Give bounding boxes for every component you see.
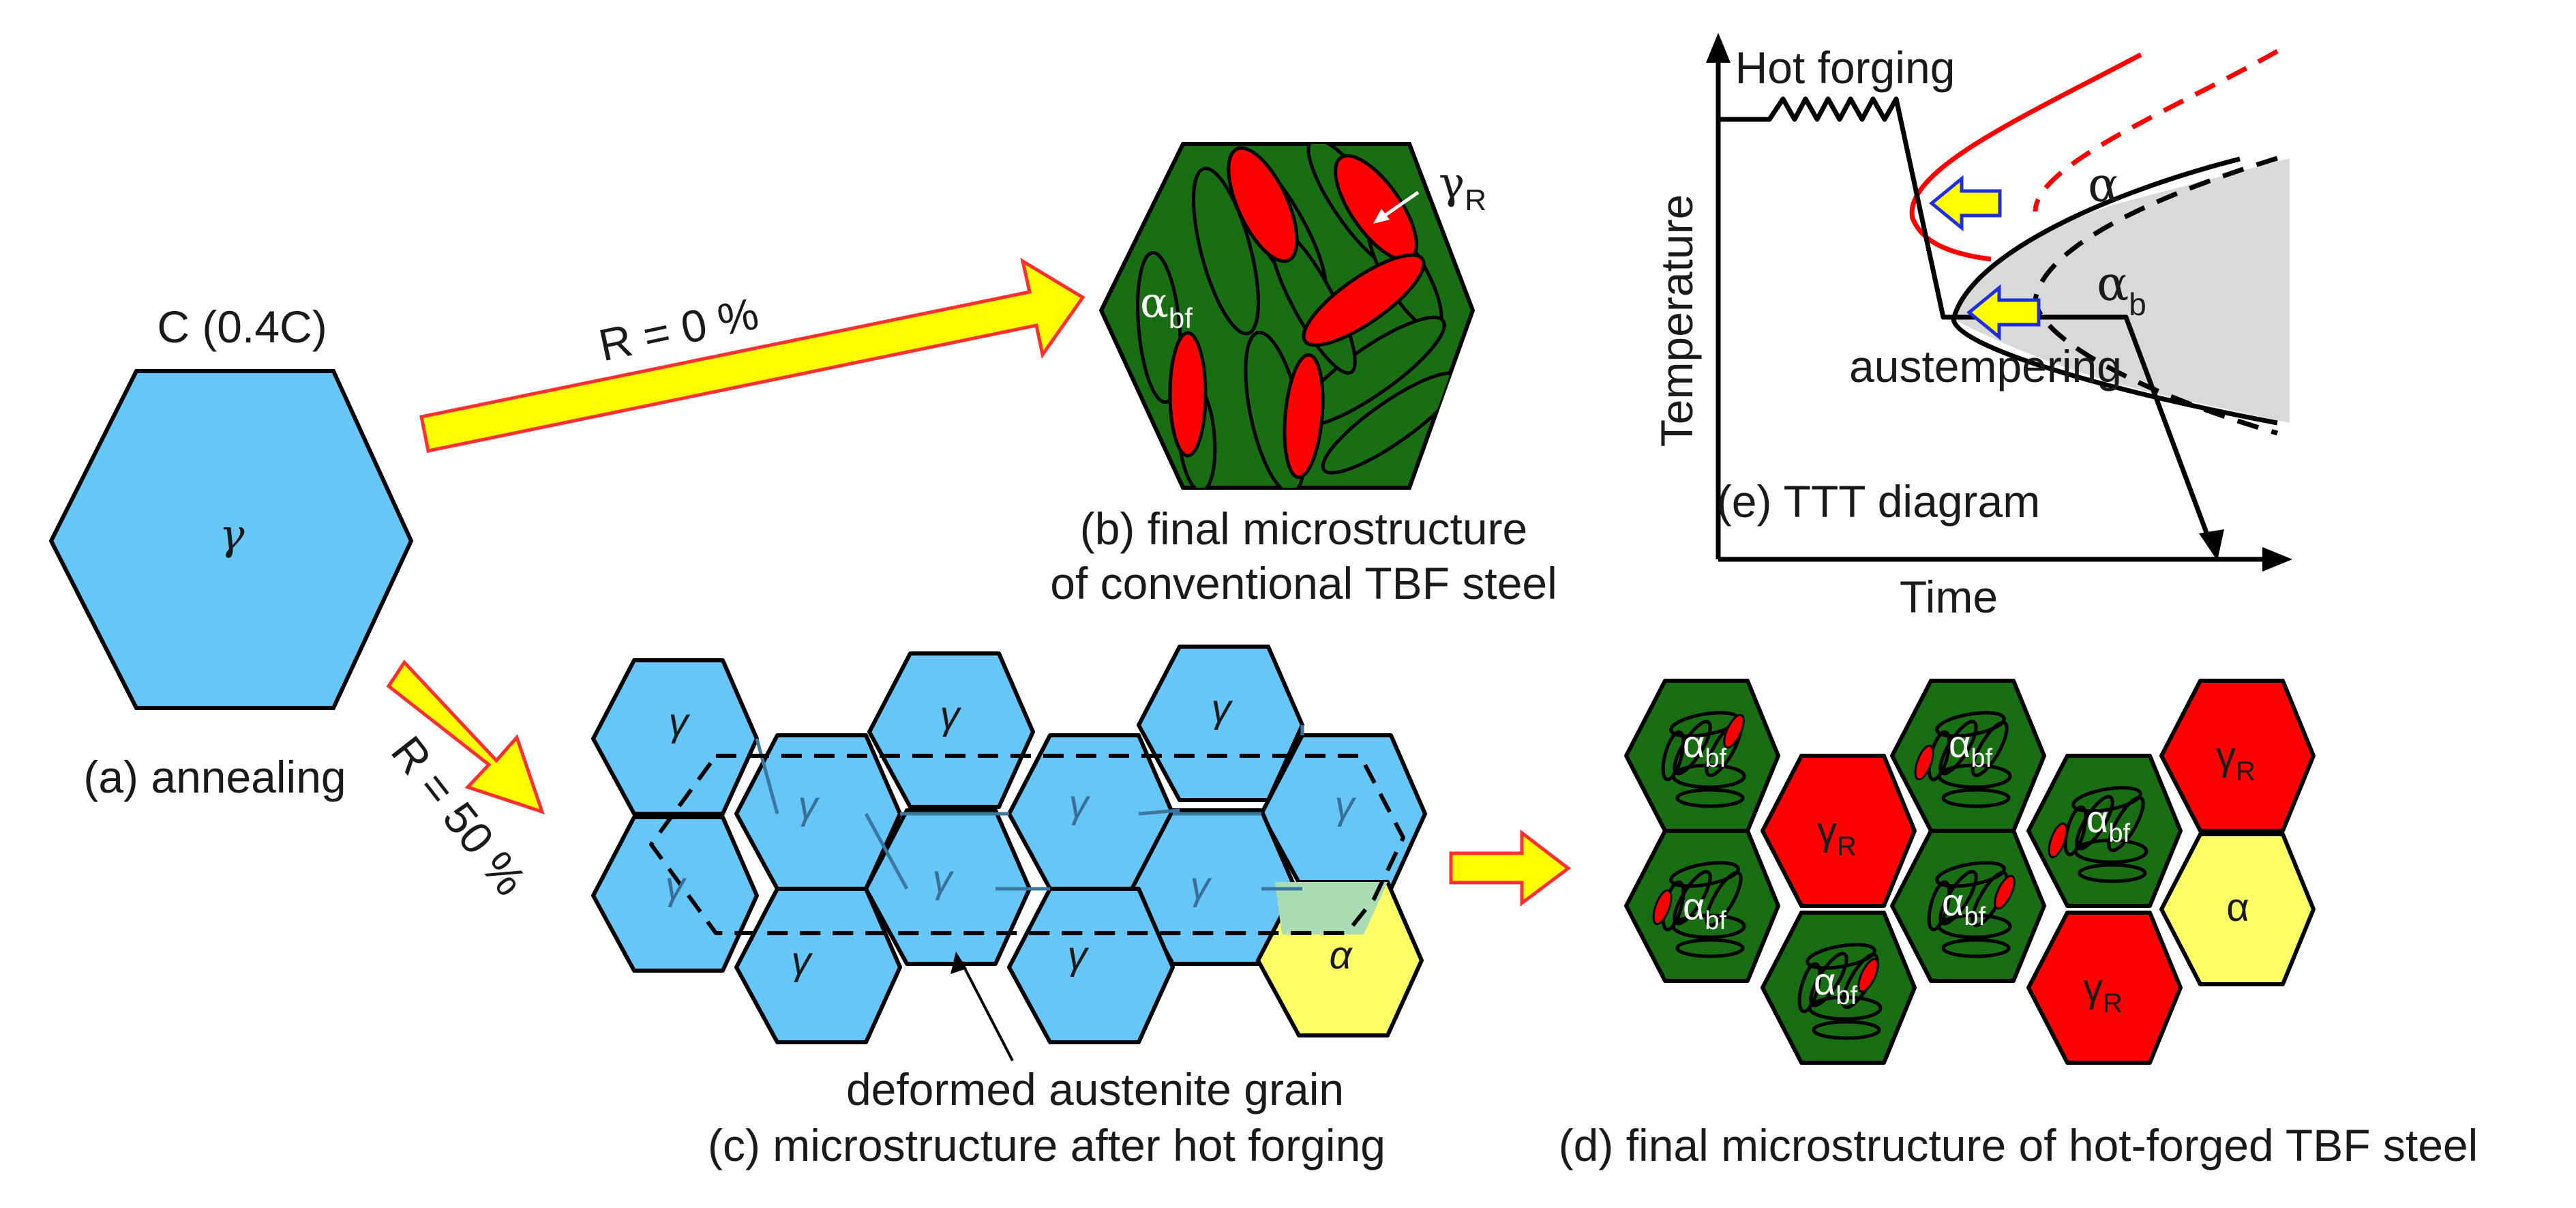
svg-text:γ: γ bbox=[669, 700, 691, 744]
gamma-r-pointer-head bbox=[1373, 209, 1390, 224]
panel-b-caption-2: of conventional TBF steel bbox=[1050, 558, 1557, 608]
retained-austenite-grain bbox=[2026, 911, 2183, 1065]
svg-text:αbf: αbf bbox=[1683, 722, 1727, 773]
svg-text:γR: γR bbox=[2216, 734, 2256, 786]
panel-c: γ γ γ γ γ γ γ γ γ γ γ α deformed austeni… bbox=[591, 645, 1427, 1170]
y-axis-label: Temperature bbox=[1651, 194, 1702, 447]
svg-text:αbf: αbf bbox=[2086, 797, 2131, 848]
panel-a-caption: (a) annealing bbox=[83, 752, 346, 802]
svg-text:γ: γ bbox=[1068, 933, 1090, 977]
annealed-austenite-grain bbox=[48, 369, 414, 710]
svg-text:γ: γ bbox=[933, 857, 955, 901]
retained-austenite-grain bbox=[1761, 754, 1917, 908]
arrow-r0: R = 0 % bbox=[419, 257, 1085, 453]
panel-a: C (0.4C) γ (a) annealing bbox=[48, 301, 414, 802]
svg-text:γ: γ bbox=[1212, 686, 1233, 731]
transforming-region bbox=[1275, 882, 1388, 934]
svg-text:γR: γR bbox=[1817, 809, 1857, 861]
svg-text:αbf: αbf bbox=[1949, 722, 1993, 773]
panel-b: αbf γR (b) final microstructure of conve… bbox=[1050, 142, 1557, 608]
svg-text:γ: γ bbox=[940, 693, 962, 737]
grain bbox=[591, 658, 759, 816]
svg-text:α: α bbox=[1329, 933, 1353, 977]
gamma-r-label: γR bbox=[1439, 158, 1486, 217]
bainite-region bbox=[1953, 158, 2290, 423]
bainite-shift-arrow bbox=[1966, 284, 2041, 341]
svg-text:α: α bbox=[2226, 885, 2249, 930]
retained-austenite-films bbox=[1652, 713, 2068, 993]
arrow-r50: R = 50 % bbox=[382, 659, 545, 904]
gamma-symbol: γ bbox=[219, 510, 245, 559]
panel-d-caption: (d) final microstructure of hot-forged T… bbox=[1559, 1120, 2478, 1170]
arrow-c-to-d bbox=[1449, 829, 1572, 907]
callout-pointer bbox=[960, 961, 1014, 1061]
x-axis-label: Time bbox=[1900, 572, 1998, 622]
composition-label: C (0.4C) bbox=[157, 301, 327, 352]
process-arrowhead bbox=[2199, 529, 2224, 561]
svg-text:γ: γ bbox=[1190, 864, 1212, 908]
hot-forging-label: Hot forging bbox=[1735, 42, 1956, 93]
ferrite-grain bbox=[2159, 832, 2316, 986]
panel-d: αbf αbf αbf αbf αbf αbf γR γR γR α (d) f… bbox=[1559, 679, 2478, 1170]
panel-e: Hot forging austempering α αb Temperatur… bbox=[1651, 33, 2292, 622]
thermal-process-path bbox=[1718, 96, 2215, 550]
svg-text:γ: γ bbox=[665, 864, 687, 908]
alpha-bf-label: αbf bbox=[1140, 278, 1193, 334]
grain bbox=[1007, 887, 1175, 1044]
retained-austenite-grain bbox=[2159, 679, 2316, 833]
panel-b-caption-1: (b) final microstructure bbox=[1080, 503, 1528, 554]
svg-text:γR: γR bbox=[2083, 966, 2123, 1018]
x-axis-arrowhead bbox=[2262, 547, 2292, 572]
panel-c-caption: (c) microstructure after hot forging bbox=[708, 1120, 1386, 1170]
grain bbox=[867, 651, 1035, 809]
svg-text:γ: γ bbox=[1335, 783, 1357, 827]
svg-text:γ: γ bbox=[1069, 782, 1091, 826]
svg-text:αbf: αbf bbox=[1814, 960, 1858, 1010]
callout-pointer-head bbox=[950, 952, 967, 974]
grain bbox=[734, 887, 902, 1044]
alpha-label: α bbox=[2088, 157, 2120, 213]
ferrite-start-curve bbox=[1909, 52, 2142, 262]
svg-text:αbf: αbf bbox=[1683, 885, 1727, 935]
svg-text:γ: γ bbox=[798, 783, 820, 827]
ferrite-shift-arrow bbox=[1929, 175, 2002, 232]
panel-e-caption: (e) TTT diagram bbox=[1717, 476, 2040, 527]
deformed-grain-callout: deformed austenite grain bbox=[846, 1064, 1344, 1115]
deformed-grain-interior-boundaries bbox=[755, 725, 1304, 891]
retained-austenite-films bbox=[1168, 146, 1426, 480]
y-axis-arrowhead bbox=[1706, 33, 1731, 63]
deformed-austenite-grain-outline bbox=[649, 754, 1405, 935]
ferrite-finish-curve bbox=[2033, 48, 2279, 212]
phase-labels: αbf αbf αbf αbf αbf αbf γR γR γR α bbox=[1683, 722, 2256, 1018]
austempering-label: austempering bbox=[1849, 341, 2122, 392]
svg-text:γ: γ bbox=[792, 939, 813, 983]
gamma-labels: γ γ γ γ γ γ γ γ γ γ γ α bbox=[665, 686, 1357, 983]
svg-text:αbf: αbf bbox=[1942, 881, 1986, 931]
alpha-b-label: αb bbox=[2097, 256, 2146, 322]
